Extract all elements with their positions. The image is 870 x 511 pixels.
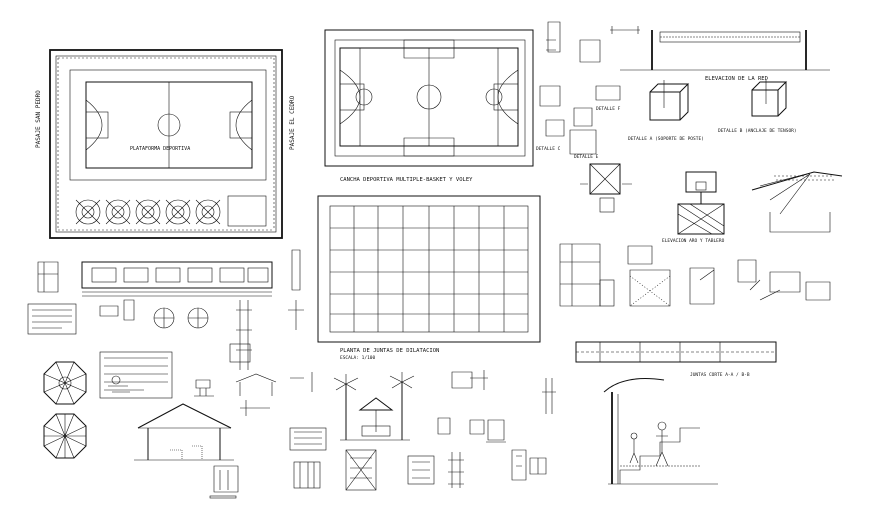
label-detalle-a: DETALLE A (SOPORTE DE POSTE): [628, 136, 704, 142]
label-detalle-f: DETALLE F: [596, 106, 621, 112]
label-juntas-title: PLANTA DE JUNTAS DE DILATACION: [340, 348, 439, 354]
joints-grid-plan: PLANTA DE JUNTAS DE DILATACION ESCALA: 1…: [317, 195, 541, 361]
gazebo-plan: [43, 361, 87, 459]
label-pasaje-left: PASAJE SAN PEDRO: [35, 90, 42, 148]
pavilion-elevation: [134, 403, 234, 461]
hoop-elevation: ELEVACION ARO Y TABLERO: [662, 171, 725, 244]
column-detail: [580, 163, 632, 213]
stands-section: [603, 378, 718, 485]
label-juntas-scale: ESCALA: 1/100: [340, 355, 376, 361]
court-plan: CANCHA DEPORTIVA MULTIPLE-BASKET Y VOLEY: [324, 29, 534, 183]
wall-sections: [559, 243, 831, 307]
construction-details: [289, 370, 556, 491]
label-detalle-c: DETALLE C: [536, 146, 561, 152]
label-elevacion-red: ELEVACION DE LA RED: [705, 76, 768, 82]
post-details: [27, 249, 304, 399]
label-elevacion-aro: ELEVACION ARO Y TABLERO: [662, 238, 725, 244]
site-plan: PASAJE SAN PEDRO PASAJE EL CEDRO PLATAFO…: [35, 49, 296, 239]
palm-trees: [333, 372, 415, 441]
support-details: DETALLE F DETALLE C DETALLE E DETALLE A …: [536, 80, 797, 160]
roof-detail: [751, 171, 843, 233]
label-plataforma: PLATAFORMA DEPORTIVA: [130, 146, 190, 152]
misc-small-details: [108, 372, 313, 499]
joints-section: JUNTAS CORTE A-A / B-B: [575, 341, 777, 378]
label-detalle-e: DETALLE E: [574, 154, 599, 160]
label-detalle-b: DETALLE B (ANCLAJE DE TENSOR): [718, 128, 797, 134]
label-cancha-title: CANCHA DEPORTIVA MULTIPLE-BASKET Y VOLEY: [340, 177, 473, 183]
net-elevation: ELEVACION DE LA RED: [546, 21, 830, 82]
label-pasaje-right: PASAJE EL CEDRO: [289, 95, 296, 150]
bench-elevation: [81, 261, 273, 297]
label-juntas-corte: JUNTAS CORTE A-A / B-B: [690, 372, 750, 378]
